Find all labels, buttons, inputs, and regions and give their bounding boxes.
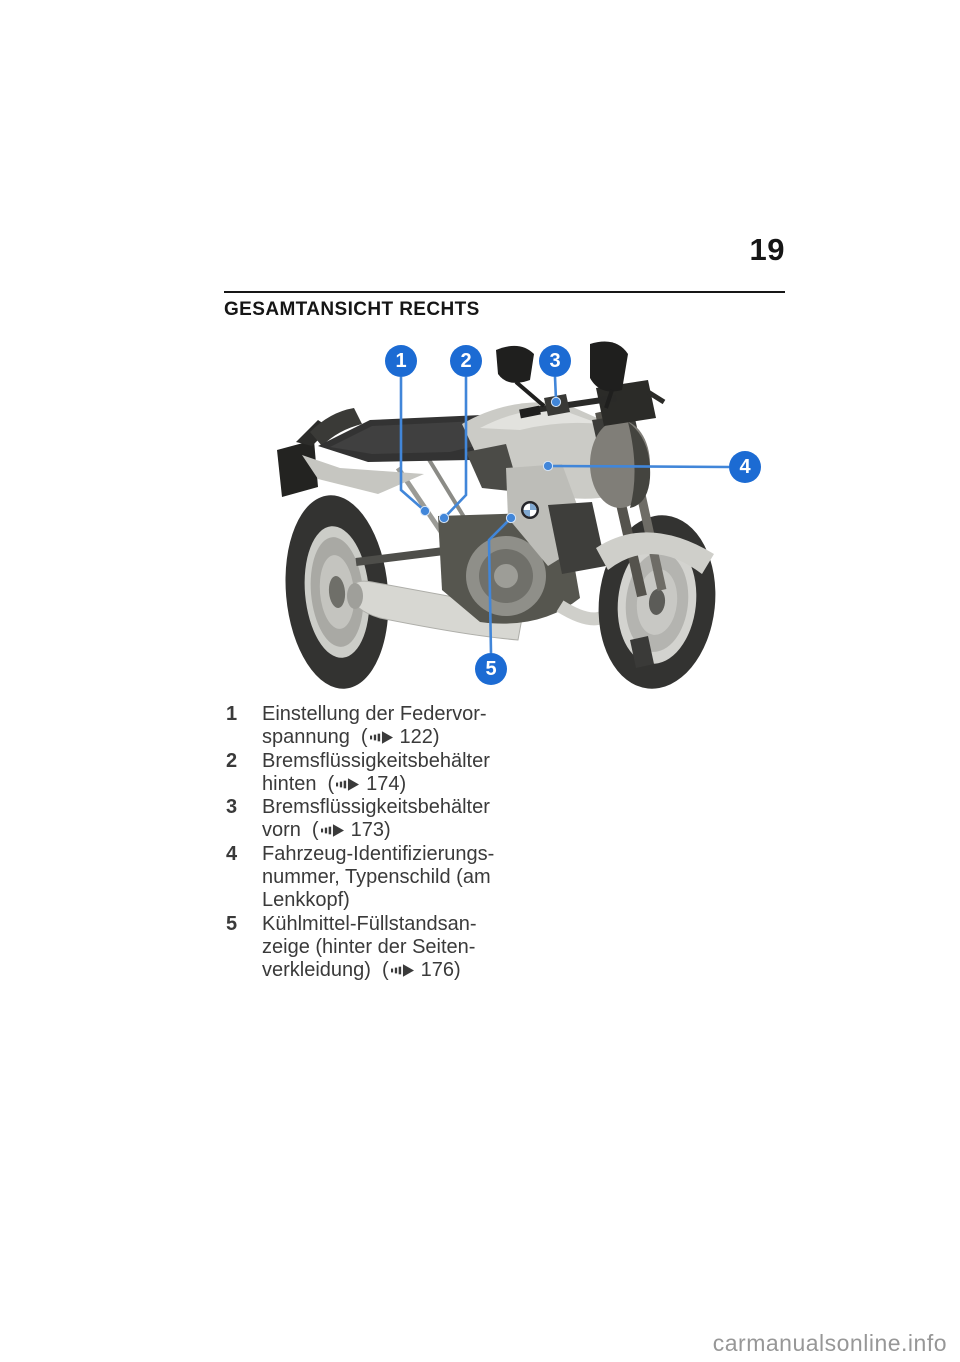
ref-close-paren: ) [399, 772, 407, 795]
callout-number: 4 [739, 456, 751, 478]
page-reference: ( 122) [361, 726, 440, 748]
legend-line: Lenkkopf) [262, 889, 524, 912]
legend-item-number: 1 [226, 703, 238, 725]
page-ref-arrow-icon [369, 731, 393, 745]
leader-line-5 [487, 517, 512, 654]
leader-line-4 [547, 464, 730, 469]
legend-text: Bremsflüssigkeitsbehälter [262, 749, 490, 772]
callout-leader-lines [399, 376, 730, 654]
ref-close-paren: ) [454, 959, 461, 982]
page-reference: ( 174) [328, 773, 407, 795]
legend-text: Kühlmittel-Füllstandsan- [262, 912, 477, 935]
legend-text: Fahrzeug-Identifizierungs- [262, 842, 495, 865]
ref-open-paren: ( [327, 772, 335, 795]
callout-5: 5 [475, 653, 507, 685]
leader-line-1 [399, 377, 426, 512]
ref-page-number: 176 [420, 959, 454, 982]
leader-dot-1 [419, 505, 431, 517]
leader-dot-2 [438, 512, 450, 524]
callout-1: 1 [385, 345, 417, 377]
callout-number: 5 [485, 658, 497, 680]
legend-text: verkleidung) [262, 959, 371, 982]
legend-line: Kühlmittel-Füllstandsan- [262, 913, 524, 936]
page-ref-arrow-icon [336, 778, 360, 791]
legend-item-1: 1 Einstellung der Federvor-spannung ( 122) [224, 703, 524, 750]
page-reference: ( 173) [312, 819, 391, 841]
callout-number: 1 [395, 350, 407, 372]
legend-line: nummer, Typenschild (am [262, 866, 524, 889]
legend-text: spannung [262, 726, 350, 749]
page-number: 19 [749, 232, 785, 267]
callout-number: 2 [460, 350, 472, 372]
ref-page-number: 173 [350, 819, 384, 842]
page-title: GESAMTANSICHT RECHTS [224, 299, 480, 320]
leader-dot-3 [550, 396, 562, 408]
callout-2: 2 [450, 345, 482, 377]
legend-line: verkleidung) ( 176) [262, 959, 524, 982]
legend-text: Lenkkopf) [262, 889, 350, 912]
leader-line-2 [443, 377, 468, 519]
legend-line: Einstellung der Federvor- [262, 703, 524, 726]
motorcycle-drawing [277, 341, 716, 689]
header-rule [224, 291, 785, 293]
leader-dot-4 [542, 460, 554, 472]
legend-item-number: 4 [226, 842, 238, 865]
legend-text: hinten [262, 772, 317, 795]
motorcycle-illustration [277, 341, 730, 689]
legend-list: 1 Einstellung der Federvor-spannung ( 122)… [224, 703, 524, 983]
legend-item-4: 4 Fahrzeug-Identifizierungs-nummer, Typen… [224, 843, 524, 913]
ref-open-paren: ( [381, 959, 389, 982]
legend-line: spannung ( 122) [262, 726, 524, 749]
ref-page-number: 122 [399, 726, 433, 749]
leader-dot-5 [505, 512, 517, 524]
callout-3: 3 [539, 345, 571, 377]
legend-line: hinten ( 174) [262, 773, 524, 796]
legend-text: Einstellung der Federvor- [262, 703, 487, 725]
legend-line: Bremsflüssigkeitsbehälter [262, 750, 524, 773]
ref-open-paren: ( [360, 726, 368, 749]
legend-item-number: 5 [226, 912, 238, 935]
ref-close-paren: ) [432, 726, 440, 749]
ref-open-paren: ( [311, 819, 319, 842]
legend-text: vorn [262, 819, 301, 842]
leader-line-3 [553, 376, 558, 401]
legend-line: Bremsflüssigkeitsbehälter [262, 796, 524, 819]
legend-line: vorn ( 173) [262, 819, 524, 842]
legend-text: nummer, Typenschild (am [262, 866, 491, 889]
callout-number: 3 [549, 350, 561, 372]
legend-item-5: 5 Kühlmittel-Füllstandsan-zeige (hinter d… [224, 913, 524, 983]
watermark: carmanualsonline.info [712, 1330, 947, 1356]
page-ref-arrow-icon [320, 824, 344, 838]
legend-line: zeige (hinter der Seiten- [262, 936, 524, 959]
legend-line: Fahrzeug-Identifizierungs- [262, 843, 524, 866]
motorcycle-figure: 1 2 3 4 5 [225, 330, 785, 710]
callout-4: 4 [729, 451, 761, 483]
page-reference: ( 176) [382, 959, 461, 981]
legend-text: zeige (hinter der Seiten- [262, 935, 476, 958]
legend-text: Bremsflüssigkeitsbehälter [262, 796, 490, 819]
legend-item-number: 2 [226, 749, 238, 772]
legend-item-number: 3 [226, 796, 238, 819]
ref-close-paren: ) [383, 819, 391, 842]
page-ref-arrow-icon [390, 964, 414, 977]
ref-page-number: 174 [366, 772, 400, 795]
